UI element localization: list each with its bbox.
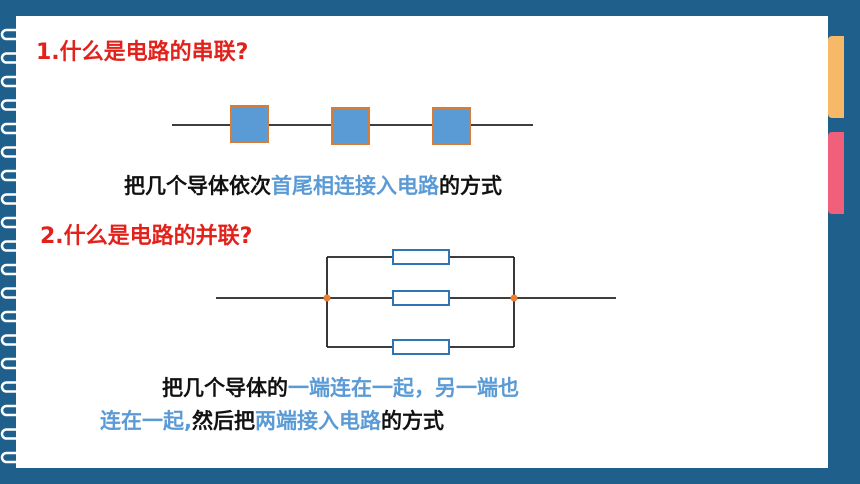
parallel-definition-part3: 然后把 xyxy=(191,409,255,433)
parallel-resistor-1 xyxy=(392,249,450,265)
question-parallel-heading: 2.什么是电路的并联? xyxy=(40,224,253,249)
series-resistor-3 xyxy=(432,107,471,145)
series-resistor-2 xyxy=(331,107,370,145)
parallel-definition-highlight2: 连在一起, xyxy=(100,409,192,433)
binding-ring xyxy=(0,240,24,252)
notebook-binding-rings xyxy=(0,28,24,464)
binding-ring xyxy=(0,381,24,393)
binding-ring xyxy=(0,287,24,299)
binding-ring xyxy=(0,146,24,158)
binding-ring xyxy=(0,193,24,205)
series-definition-part1: 把几个导体依次 xyxy=(124,174,271,198)
binding-ring xyxy=(0,99,24,111)
binding-ring xyxy=(0,334,24,346)
binding-ring xyxy=(0,122,24,135)
parallel-definition-part5: 的方式 xyxy=(380,409,444,433)
binding-ring xyxy=(0,52,24,64)
slide-page xyxy=(16,16,828,468)
parallel-definition-part1: 把几个导体的 xyxy=(162,376,288,400)
binding-ring xyxy=(0,263,24,276)
parallel-definition-highlight3: 两端接入电路 xyxy=(254,409,381,433)
parallel-resistor-3 xyxy=(392,339,450,355)
binding-ring xyxy=(0,428,24,440)
question-series-heading: 1.什么是电路的串联? xyxy=(36,40,249,65)
parallel-node-right xyxy=(510,294,518,302)
binding-ring xyxy=(0,357,24,370)
series-definition-part3: 的方式 xyxy=(439,174,502,198)
binding-ring xyxy=(0,310,24,323)
parallel-node-left xyxy=(323,294,331,302)
binding-ring xyxy=(0,28,24,41)
parallel-definition-line2: 连在一起,然后把两端接入电路的方式 xyxy=(100,405,444,435)
binding-ring xyxy=(0,169,24,182)
binding-ring xyxy=(0,216,24,229)
binding-ring xyxy=(0,451,24,464)
side-tab-pink[interactable] xyxy=(828,132,844,214)
parallel-resistor-2 xyxy=(392,290,450,306)
side-tab-orange[interactable] xyxy=(828,36,844,118)
series-definition: 把几个导体依次首尾相连接入电路的方式 xyxy=(124,170,502,200)
parallel-definition-highlight1: 一端连在一起，另一端也 xyxy=(288,376,519,400)
binding-ring xyxy=(0,404,24,417)
series-definition-highlight: 首尾相连接入电路 xyxy=(271,174,439,198)
binding-ring xyxy=(0,75,24,88)
parallel-definition-line1: 把几个导体的一端连在一起，另一端也 xyxy=(162,372,519,402)
series-resistor-1 xyxy=(230,105,269,143)
